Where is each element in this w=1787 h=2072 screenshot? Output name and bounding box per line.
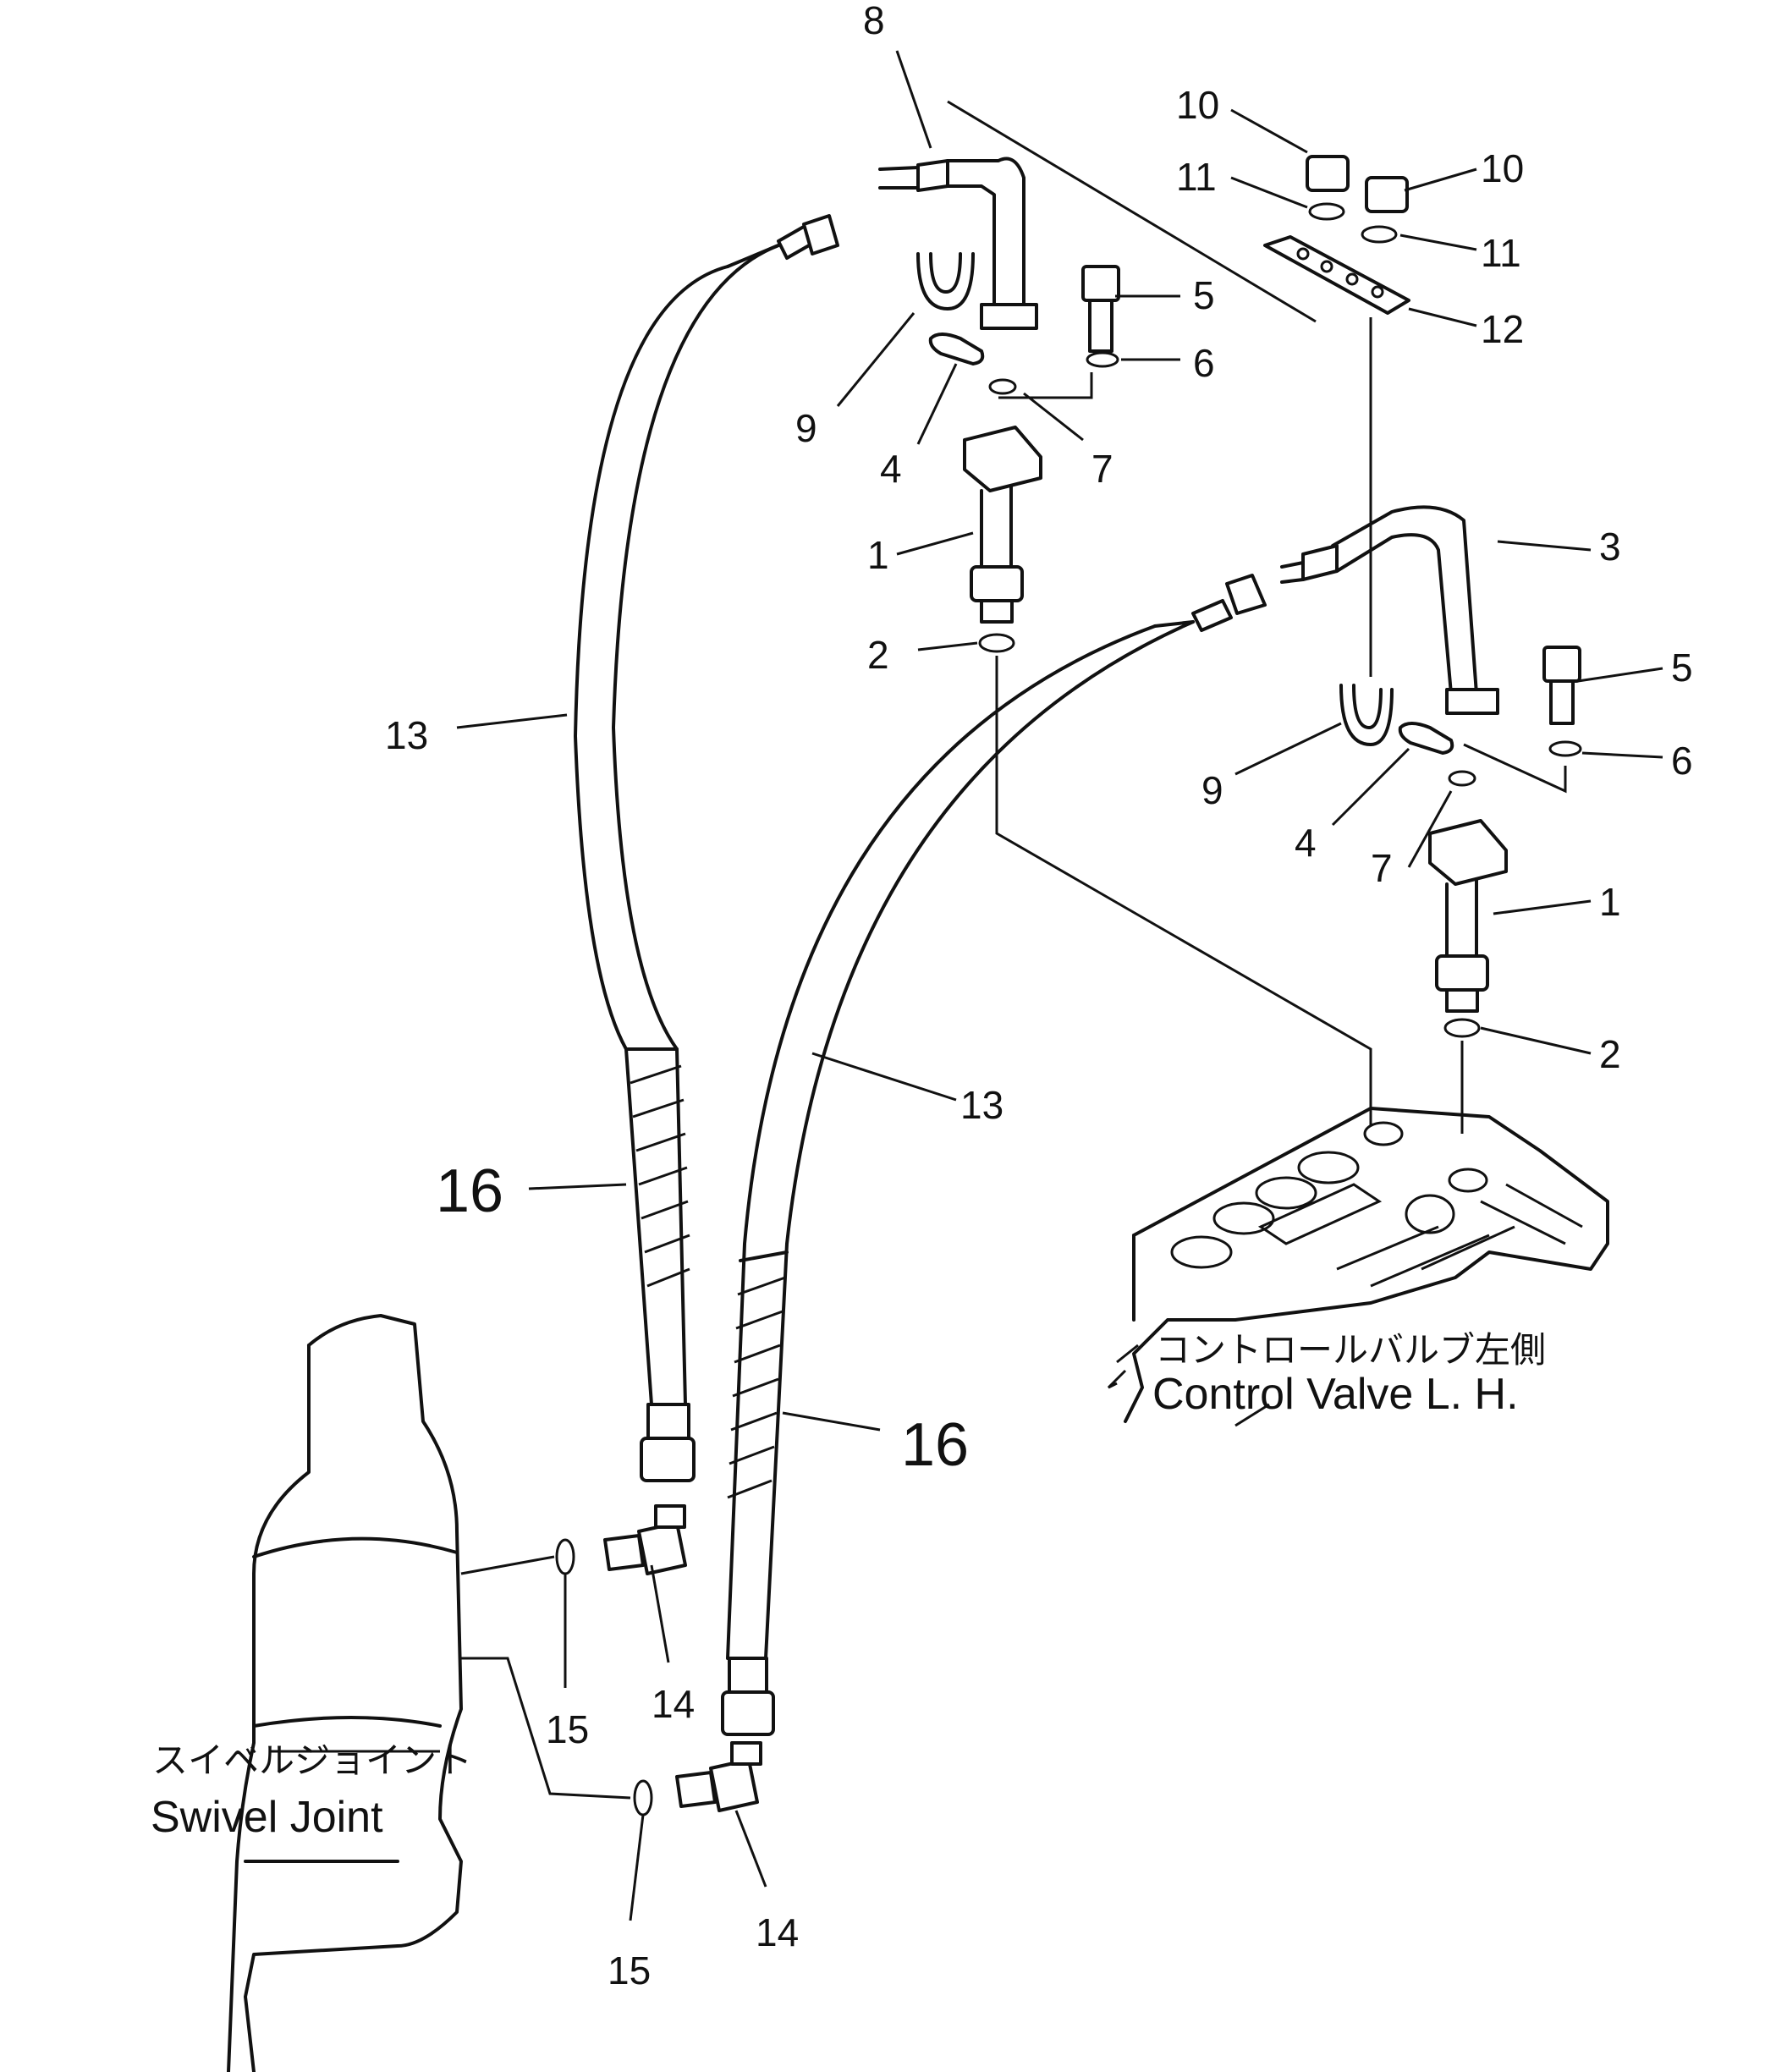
washer-11-left <box>1308 202 1345 221</box>
washer-6-upper <box>1086 351 1119 368</box>
callout-12: 12 <box>1481 307 1524 351</box>
callout-10-right: 10 <box>1481 146 1524 190</box>
bolt-5-lower <box>1542 646 1581 725</box>
bracket-line-upper <box>947 100 1317 323</box>
callout-1-upper: 1 <box>867 533 889 577</box>
callout-9-upper: 9 <box>795 406 817 450</box>
callout-14-lower: 14 <box>756 1910 799 1954</box>
callout-15-upper: 15 <box>546 1707 589 1751</box>
o-ring-2-upper <box>978 633 1015 653</box>
callout-14-upper: 14 <box>652 1682 695 1726</box>
callout-11-right: 11 <box>1481 231 1521 275</box>
elbow-14-upper <box>603 1504 687 1575</box>
nut-10-right <box>1365 176 1409 213</box>
control-valve-label-en: Control Valve L. H. <box>1152 1370 1519 1419</box>
callout-7-lower: 7 <box>1371 846 1393 890</box>
callout-16-right: 16 <box>901 1411 969 1479</box>
callout-13-left: 13 <box>385 713 428 757</box>
callout-15-lower: 15 <box>608 1948 651 1992</box>
callout-8: 8 <box>863 0 885 42</box>
component-labels: コントロールバルブ左側 Control Valve L. H. スイベルジョイン… <box>151 1329 1546 1842</box>
o-ring-7-upper <box>988 378 1017 395</box>
hose-13-right <box>721 574 1267 1736</box>
callout-3: 3 <box>1599 525 1621 569</box>
callout-6-upper: 6 <box>1193 341 1215 385</box>
callout-2-lower: 2 <box>1599 1032 1621 1076</box>
callout-5-lower: 5 <box>1671 646 1693 690</box>
callout-4-upper: 4 <box>880 447 902 491</box>
callout-numbers: 8 10 10 11 11 12 5 6 9 4 7 1 2 3 5 9 6 4… <box>385 0 1693 1992</box>
callout-13-right: 13 <box>960 1083 1003 1127</box>
callout-4-lower: 4 <box>1295 821 1317 865</box>
swivel-joint-label-jp: スイベルジョイント <box>152 1739 472 1781</box>
control-valve-body <box>1124 1107 1609 1423</box>
swivel-port-line-upper <box>460 1555 555 1575</box>
callout-6-lower: 6 <box>1671 739 1693 783</box>
o-ring-7-lower <box>1448 770 1476 787</box>
bolt-5-upper <box>1081 265 1120 353</box>
elbow-14-lower <box>675 1741 762 1812</box>
pipe-8 <box>878 157 1038 330</box>
flange-fitting-1-lower <box>1428 819 1508 1013</box>
clip-9-upper <box>916 252 975 311</box>
swivel-port-line-lower <box>461 1657 631 1800</box>
washer-11-right <box>1361 225 1398 244</box>
swivel-joint-body <box>227 1314 463 2072</box>
clip-9-lower <box>1339 684 1394 746</box>
callout-16-left: 16 <box>436 1157 503 1225</box>
callout-2-upper: 2 <box>867 633 889 677</box>
half-flange-4-lower <box>1398 722 1454 755</box>
o-ring-2-lower <box>1443 1018 1481 1038</box>
bracket-line-lower <box>1463 743 1567 794</box>
hose-13-left <box>574 214 839 1482</box>
callout-7-upper: 7 <box>1091 447 1113 491</box>
washer-6-lower <box>1548 740 1582 757</box>
callout-10-left: 10 <box>1176 83 1219 127</box>
callout-9-lower: 9 <box>1201 768 1223 812</box>
plate-12 <box>1263 235 1410 315</box>
leader-lines <box>271 50 1663 1921</box>
control-valve-label-jp: コントロールバルブ左側 <box>1155 1329 1546 1371</box>
callout-5-upper: 5 <box>1193 273 1215 317</box>
half-flange-4-upper <box>928 333 985 365</box>
bracket-line-small <box>998 372 1093 399</box>
callout-11-left: 11 <box>1176 155 1217 199</box>
guide-line-upper-valve <box>995 656 1372 1125</box>
pipe-3 <box>1280 505 1499 715</box>
o-ring-15-upper <box>555 1538 575 1575</box>
callout-1-lower: 1 <box>1599 880 1621 924</box>
nut-10-left <box>1306 155 1350 192</box>
swivel-joint-label-en: Swivel Joint <box>151 1793 383 1842</box>
o-ring-15-lower <box>633 1779 653 1816</box>
flange-fitting-1-upper <box>963 426 1042 624</box>
